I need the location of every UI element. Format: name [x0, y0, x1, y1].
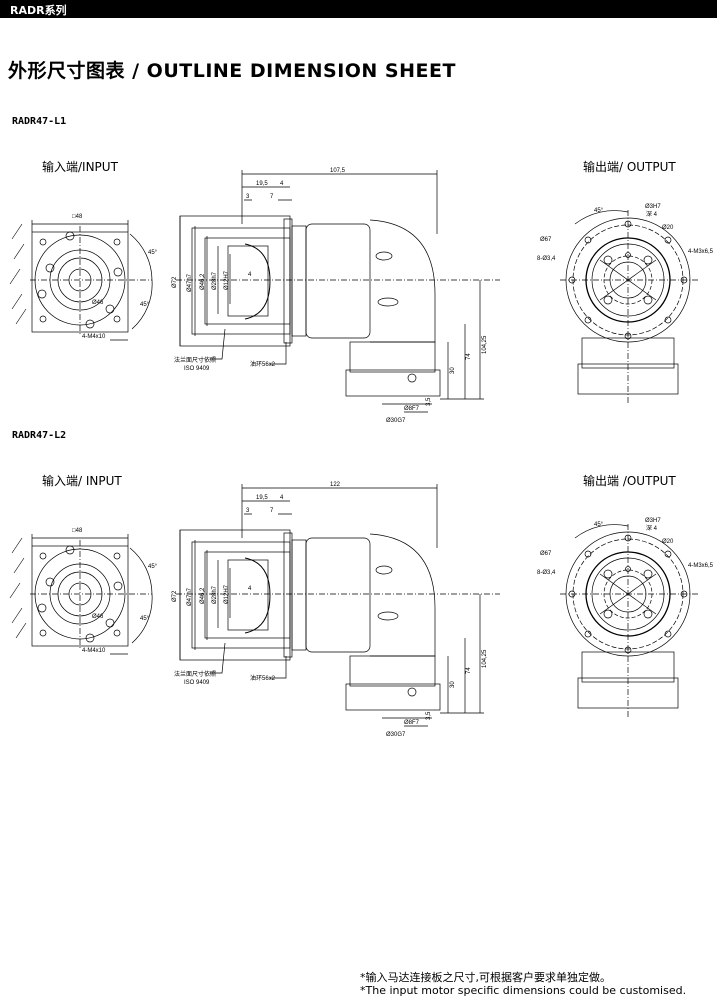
- dim-angle1: 45°: [148, 250, 158, 256]
- out-d67: Ø67: [540, 551, 552, 557]
- dim-19-5: 19,5: [256, 495, 268, 501]
- dim-angle2: 45°: [140, 302, 150, 308]
- dim-104-25: 104,25: [482, 649, 488, 668]
- dim-d28: Ø28h7: [212, 585, 218, 604]
- out-d20: Ø20: [662, 225, 674, 231]
- dim-d47: Ø47h7: [187, 273, 193, 292]
- dim-d30g7: Ø30G7: [386, 732, 406, 738]
- iso-note: ISO 9409: [184, 680, 210, 686]
- dim-104-25: 104,25: [482, 335, 488, 354]
- dim-3: 3: [246, 194, 250, 200]
- dim-pcd: Ø46: [92, 300, 104, 306]
- output-view: [560, 524, 698, 718]
- dim-length: 122: [330, 482, 341, 488]
- side-view: [176, 484, 500, 727]
- model-name: RADR47-L1: [12, 116, 67, 127]
- out-d3h7: Ø3H7: [645, 518, 661, 524]
- dim-30: 30: [450, 367, 456, 374]
- dim-d8f7: Ø8F7: [404, 720, 420, 726]
- dim-d462: Ø46,2: [200, 273, 206, 290]
- dim-length: 107,5: [330, 168, 346, 174]
- dimension-drawing: □48 45° 45° Ø46 4-M4x10 122 19,5 4 3 7 Ø…: [9, 482, 714, 738]
- input-view: [9, 220, 153, 341]
- out-d67: Ø67: [540, 237, 552, 243]
- dim-3: 3: [246, 508, 250, 514]
- dim-square: □48: [72, 214, 83, 220]
- out-d3h7: Ø3H7: [645, 204, 661, 210]
- input-view: [9, 534, 153, 655]
- note-en: *The input motor specific dimensions cou…: [360, 984, 687, 997]
- input-label: 输入端/INPUT: [42, 160, 118, 174]
- out-depth: 深 4: [646, 210, 658, 218]
- out-holes: 8-Ø3,4: [537, 256, 556, 262]
- out-d20: Ø20: [662, 539, 674, 545]
- page-title: 外形尺寸图表 / OUTLINE DIMENSION SHEET: [8, 60, 456, 82]
- series-label: RADR系列: [10, 4, 67, 17]
- dim-3-5: 3,5: [426, 711, 432, 720]
- oring-note: 油环56x2: [250, 360, 276, 368]
- dim-d8f7: Ø8F7: [404, 406, 420, 412]
- dim-19-5: 19,5: [256, 181, 268, 187]
- dimension-drawing: □48 45° 45° Ø46 4-M4x10 107,5 19,5 4 3 7…: [9, 168, 714, 424]
- dim-d12: Ø12H7: [224, 584, 230, 604]
- dim-7: 7: [270, 194, 274, 200]
- dim-d47: Ø47h7: [187, 587, 193, 606]
- dim-d28: Ø28h7: [212, 271, 218, 290]
- out-depth: 深 4: [646, 524, 658, 532]
- out-m3: 4-M3x6,5: [688, 249, 714, 255]
- oring-note: 油环56x2: [250, 674, 276, 682]
- dim-4: 4: [280, 181, 284, 187]
- output-label: 输出端 /OUTPUT: [583, 474, 676, 488]
- dim-74: 74: [466, 667, 472, 674]
- dim-thread: 4-M4x10: [82, 334, 106, 340]
- dim-4b: 4: [248, 586, 252, 592]
- dim-4b: 4: [248, 272, 252, 278]
- dim-4: 4: [280, 495, 284, 501]
- dim-7: 7: [270, 508, 274, 514]
- dim-square: □48: [72, 528, 83, 534]
- dim-30: 30: [450, 681, 456, 688]
- input-label: 输入端/ INPUT: [42, 474, 122, 488]
- dim-3-5: 3,5: [426, 397, 432, 406]
- dim-d30g7: Ø30G7: [386, 418, 406, 424]
- dim-d462: Ø46,2: [200, 587, 206, 604]
- out-m3: 4-M3x6,5: [688, 563, 714, 569]
- flange-note: 法兰面尺寸依照: [174, 670, 216, 678]
- dim-pcd: Ø46: [92, 614, 104, 620]
- iso-note: ISO 9409: [184, 366, 210, 372]
- model-name: RADR47-L2: [12, 430, 67, 441]
- dim-d72: Ø72: [172, 590, 178, 602]
- dim-angle2: 45°: [140, 616, 150, 622]
- out-angle: 45°: [594, 208, 604, 214]
- dim-d72: Ø72: [172, 276, 178, 288]
- out-angle: 45°: [594, 522, 604, 528]
- flange-note: 法兰面尺寸依照: [174, 356, 216, 364]
- dim-d12: Ø12H7: [224, 270, 230, 290]
- side-view: [176, 170, 500, 413]
- dim-74: 74: [466, 353, 472, 360]
- header-bar: RADR系列: [0, 0, 717, 18]
- output-label: 输出端/ OUTPUT: [583, 160, 676, 174]
- note-cn: *输入马达连接板之尺寸,可根据客户要求单独定做。: [360, 971, 611, 984]
- dim-angle1: 45°: [148, 564, 158, 570]
- dim-thread: 4-M4x10: [82, 648, 106, 654]
- output-view: [560, 210, 698, 404]
- out-holes: 8-Ø3,4: [537, 570, 556, 576]
